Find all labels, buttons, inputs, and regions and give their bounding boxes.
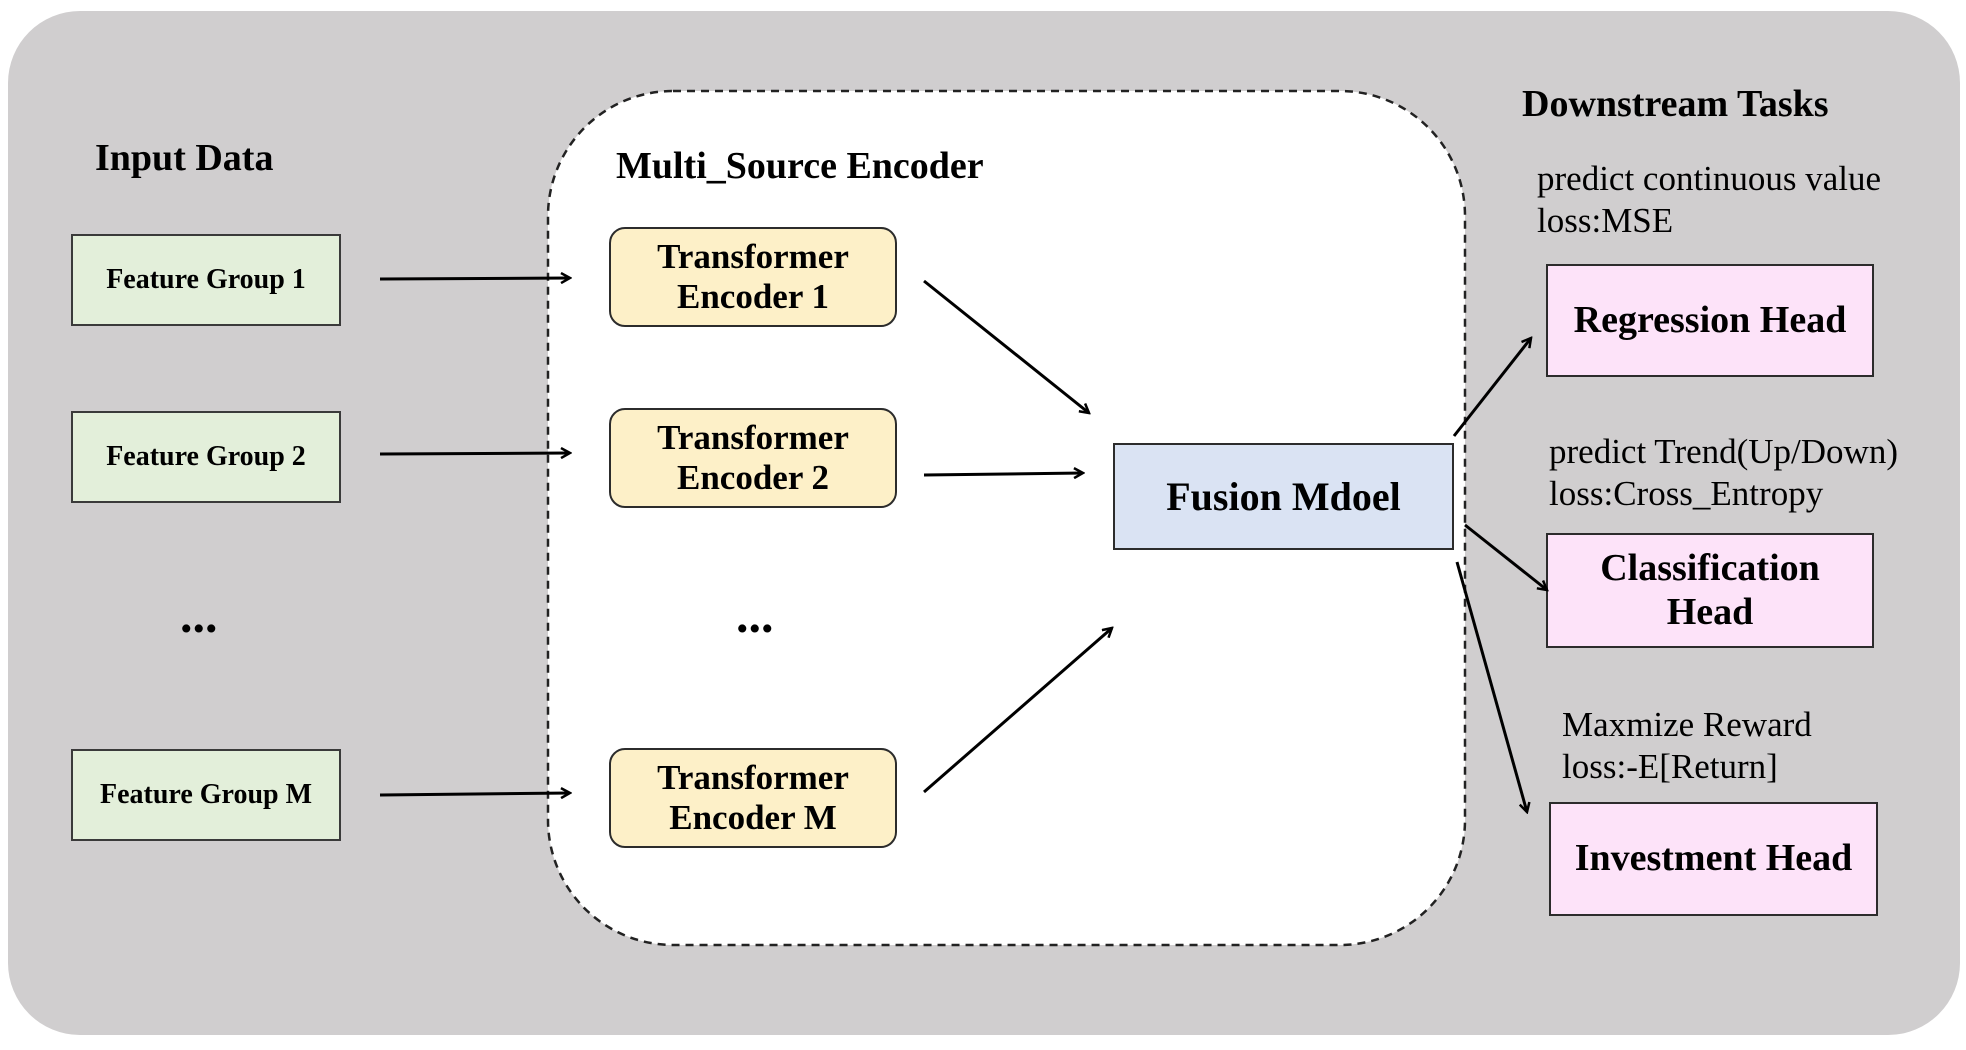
encoder-m-line2: Encoder M — [669, 798, 837, 837]
feature-group-1: Feature Group 1 — [71, 234, 341, 326]
arrow-featurem-encoderm — [379, 793, 570, 795]
classification-head-line1: Classification — [1600, 546, 1820, 589]
feature-group-m: Feature Group M — [71, 749, 341, 841]
transformer-encoder-m: Transformer Encoder M — [609, 748, 897, 848]
downstream-tasks-title: Downstream Tasks — [1522, 83, 1829, 125]
arrow-encoderm-fusion — [923, 628, 1112, 794]
classification-head-line2: Head — [1666, 590, 1754, 633]
fusion-model: Fusion Mdoel — [1113, 443, 1454, 550]
classification-note-1: predict Trend(Up/Down) — [1549, 432, 1898, 471]
encoder-title: Multi_Source Encoder — [616, 145, 984, 187]
investment-head: Investment Head — [1549, 802, 1878, 916]
input-data-title: Input Data — [95, 137, 274, 179]
transformer-encoder-2: Transformer Encoder 2 — [609, 408, 897, 508]
encoder-ellipsis: ... — [736, 587, 774, 643]
feature-group-2: Feature Group 2 — [71, 411, 341, 503]
arrow-fusion-investment — [1455, 561, 1527, 812]
regression-head: Regression Head — [1546, 264, 1874, 377]
arrow-encoder2-fusion — [923, 473, 1083, 475]
investment-note-1: Maxmize Reward — [1562, 705, 1812, 744]
investment-note-2: loss:-E[Return] — [1562, 747, 1778, 786]
arrow-feature2-encoder2 — [379, 453, 570, 454]
classification-note-2: loss:Cross_Entropy — [1549, 474, 1824, 513]
feature-ellipsis: ... — [180, 587, 218, 643]
arrow-feature1-encoder1 — [379, 278, 570, 279]
regression-note-2: loss:MSE — [1537, 201, 1674, 240]
encoder-2-line1: Transformer — [657, 417, 849, 457]
arrow-fusion-classification — [1464, 523, 1547, 590]
encoder-1-line2: Encoder 1 — [676, 277, 829, 316]
encoder-1-line1: Transformer — [657, 236, 849, 276]
regression-note-1: predict continuous value — [1537, 159, 1882, 198]
encoder-2-line2: Encoder 2 — [676, 458, 829, 497]
arrow-encoder1-fusion — [923, 279, 1089, 413]
classification-head: Classification Head — [1546, 533, 1874, 648]
encoder-m-line1: Transformer — [657, 757, 849, 797]
arrow-fusion-regression — [1452, 338, 1531, 437]
transformer-encoder-1: Transformer Encoder 1 — [609, 227, 897, 327]
